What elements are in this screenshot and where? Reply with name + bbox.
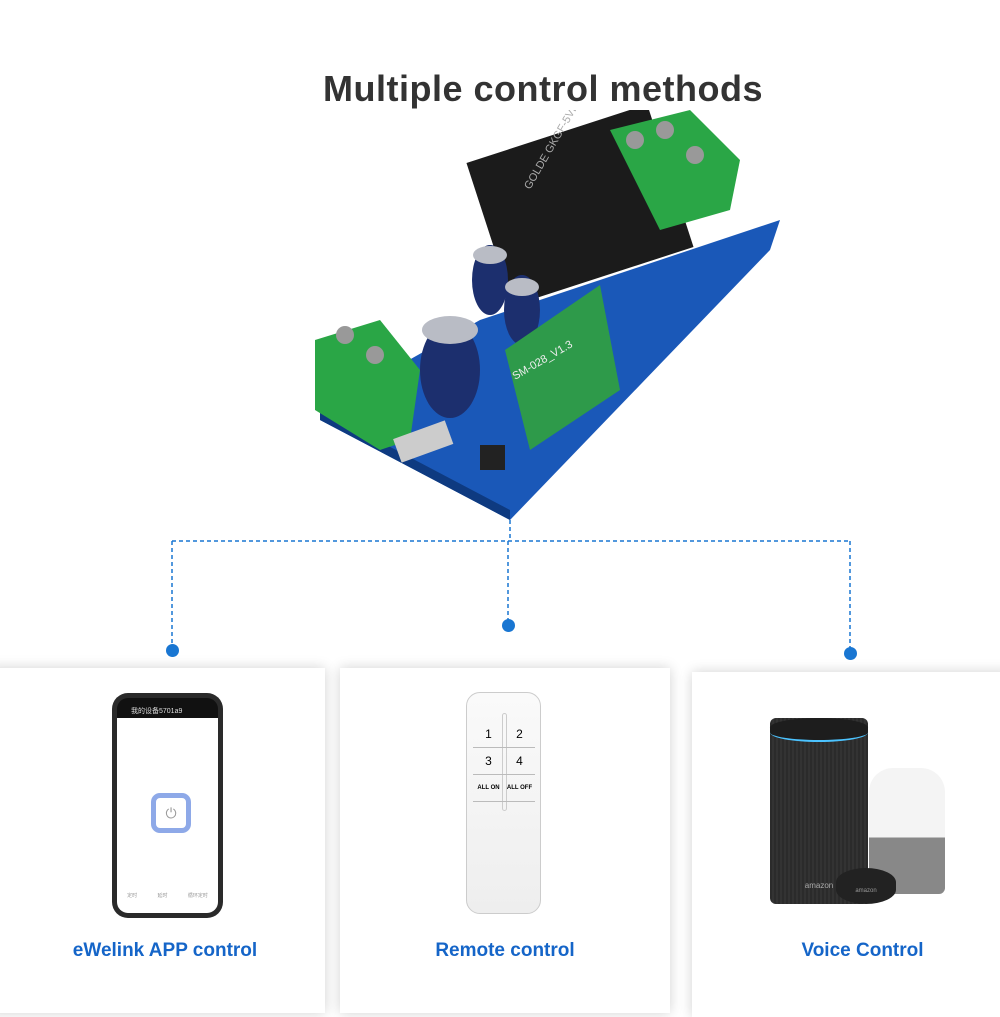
- remote-button-all-off[interactable]: ALL OFF: [504, 775, 535, 802]
- remote-button-3[interactable]: 3: [473, 748, 504, 775]
- remote: 1 2 3 4 ALL ON ALL OFF: [466, 692, 541, 914]
- remote-button-4[interactable]: 4: [504, 748, 535, 775]
- connector-dot-remote: [502, 619, 515, 632]
- label-remote-control: Remote control: [435, 940, 575, 961]
- relay-board-image: GOLDE GKGF-5VDC-S-C SM-028_V1.3 NO: [315, 110, 780, 520]
- remote-button-1[interactable]: 1: [473, 721, 504, 748]
- remote-button-2[interactable]: 2: [504, 721, 535, 748]
- connector-lines: [171, 520, 851, 653]
- echo-brand: amazon: [804, 881, 834, 890]
- connector-dot-app: [166, 644, 179, 657]
- power-button[interactable]: ⏻: [151, 793, 191, 833]
- page-title: Multiple control methods: [323, 68, 763, 109]
- label-app-control: eWelink APP control: [72, 940, 258, 961]
- phone-header: 我的设备5701a9: [117, 698, 218, 718]
- label-voice-control: Voice Control: [801, 940, 924, 961]
- remote-button-all-on[interactable]: ALL ON: [473, 775, 504, 802]
- phone: 我的设备5701a9 ⏻ 定时 延时 循环定时: [112, 693, 223, 918]
- connector-dot-voice: [844, 647, 857, 660]
- tab-delay[interactable]: 延时: [157, 893, 168, 899]
- no-label: NO: [725, 214, 744, 236]
- echo-dot-speaker: amazon: [836, 868, 896, 904]
- tab-loop-timer[interactable]: 循环定时: [187, 893, 208, 899]
- tab-timer[interactable]: 定时: [127, 893, 138, 899]
